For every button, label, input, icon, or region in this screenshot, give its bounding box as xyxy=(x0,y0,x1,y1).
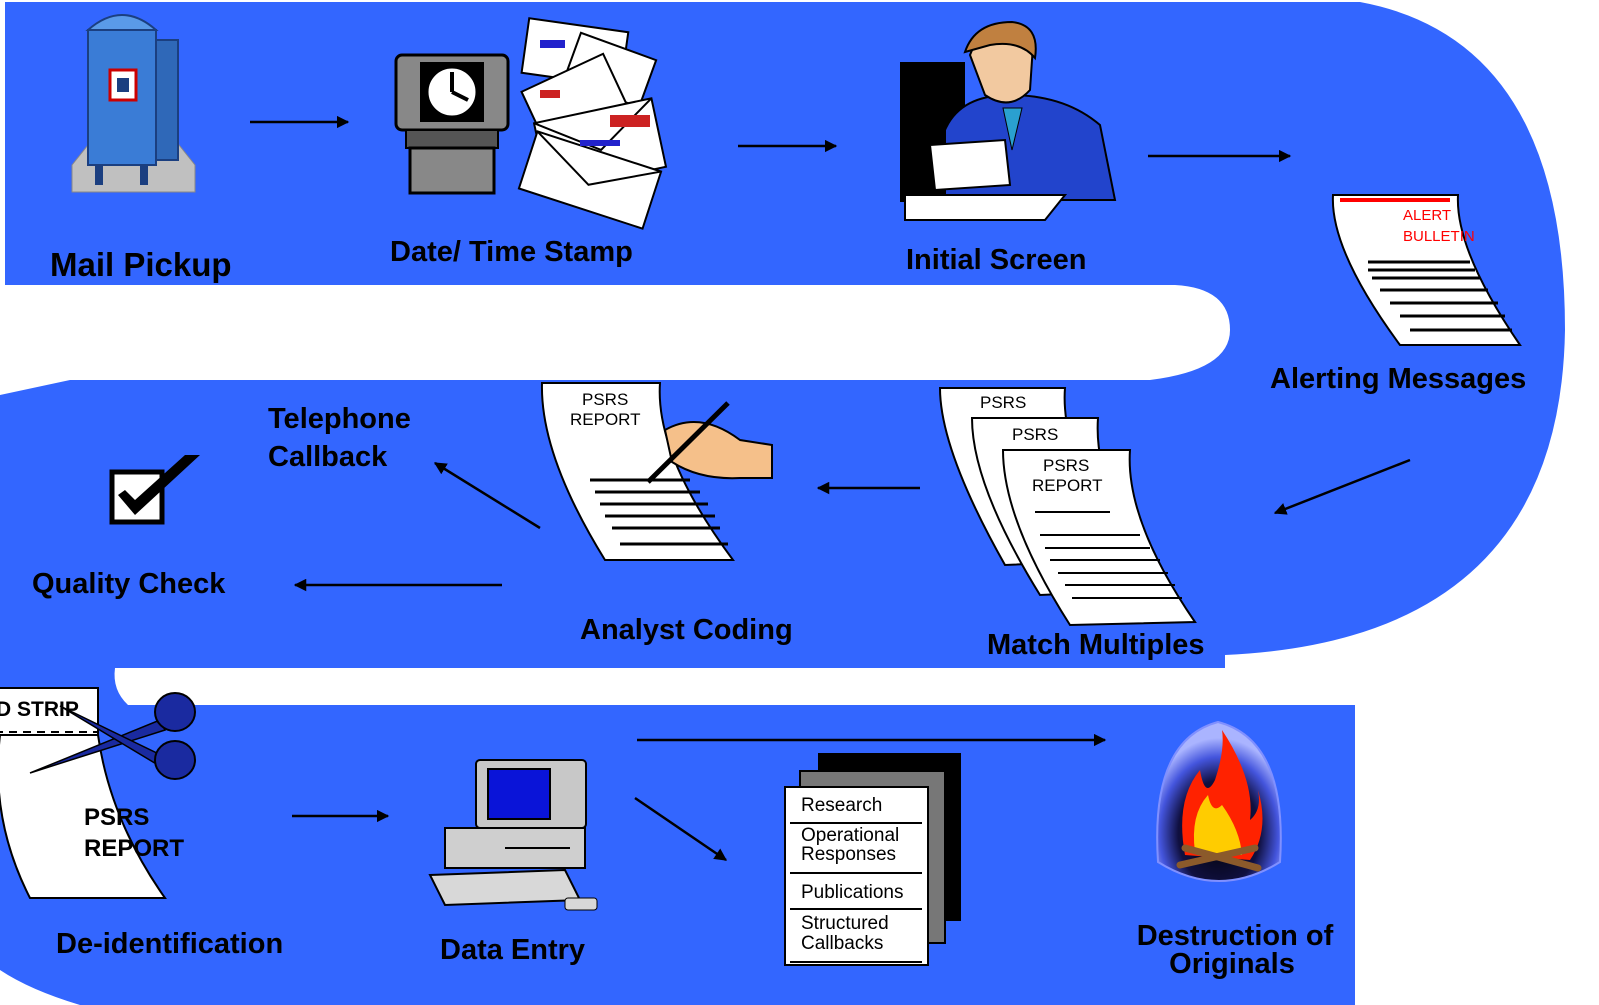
arrow-coding-to-callback xyxy=(433,461,541,530)
step-date-time-stamp: Date/ Time Stamp xyxy=(390,236,633,268)
step-de-identification: De-identification xyxy=(56,928,284,960)
alert-doc-line2: BULLETIN xyxy=(1403,228,1475,245)
document-stack-icon xyxy=(784,753,961,966)
step-match-multiples: Match Multiples xyxy=(987,629,1205,661)
alert-doc-line1: ALERT xyxy=(1403,207,1452,224)
arrow-entry-to-outputs xyxy=(634,796,728,862)
flow-arrows xyxy=(250,115,1411,862)
step-telephone-callback-line1: Telephone xyxy=(268,403,411,435)
match-doc-mid-line1: PSRS xyxy=(1012,425,1059,444)
checkbox-icon xyxy=(109,455,200,525)
envelopes-icon xyxy=(517,17,668,230)
strip-document-icon xyxy=(0,687,167,899)
step-mail-pickup: Mail Pickup xyxy=(50,246,232,283)
scissors-icon xyxy=(29,692,196,780)
step-quality-check: Quality Check xyxy=(32,568,226,600)
flow-band xyxy=(0,2,1565,668)
signing-report-icon xyxy=(540,382,773,561)
step-data-entry: Data Entry xyxy=(440,934,586,966)
output-operational-responses: Operational Responses xyxy=(801,825,900,865)
match-doc-front-line1: PSRS xyxy=(1043,456,1090,475)
strip-doc-line1: PSRS xyxy=(84,804,150,831)
match-doc-front-line2: REPORT xyxy=(1032,476,1103,495)
computer-icon xyxy=(428,759,598,911)
strip-doc-strip-text: D STRIP xyxy=(0,698,79,721)
report-stack-icon xyxy=(938,387,1197,627)
match-doc-back-line1: PSRS xyxy=(980,393,1027,412)
man-reading-icon xyxy=(900,20,1117,221)
mailbox-icon xyxy=(71,14,196,193)
time-clock-icon xyxy=(394,53,510,195)
step-analyst-coding: Analyst Coding xyxy=(580,614,793,646)
step-alerting-messages: Alerting Messages xyxy=(1270,363,1527,395)
arrow-alert-to-match xyxy=(1273,458,1411,515)
step-telephone-callback-line2: Callback xyxy=(268,441,388,473)
step-initial-screen: Initial Screen xyxy=(906,244,1087,276)
alert-bulletin-icon xyxy=(1331,194,1522,346)
coding-doc-line1: PSRS xyxy=(582,390,629,409)
output-structured-callbacks: Structured Callbacks xyxy=(801,913,889,954)
fire-icon xyxy=(1156,720,1282,882)
output-publications: Publications xyxy=(801,882,904,903)
coding-doc-line2: REPORT xyxy=(570,410,641,429)
strip-doc-line2: REPORT xyxy=(84,835,185,862)
flow-band-lower xyxy=(0,705,1355,1005)
step-destruction-line2: Originals xyxy=(1169,948,1295,980)
step-destruction-line1: Destruction of xyxy=(1136,920,1334,952)
output-research: Research xyxy=(801,795,883,816)
